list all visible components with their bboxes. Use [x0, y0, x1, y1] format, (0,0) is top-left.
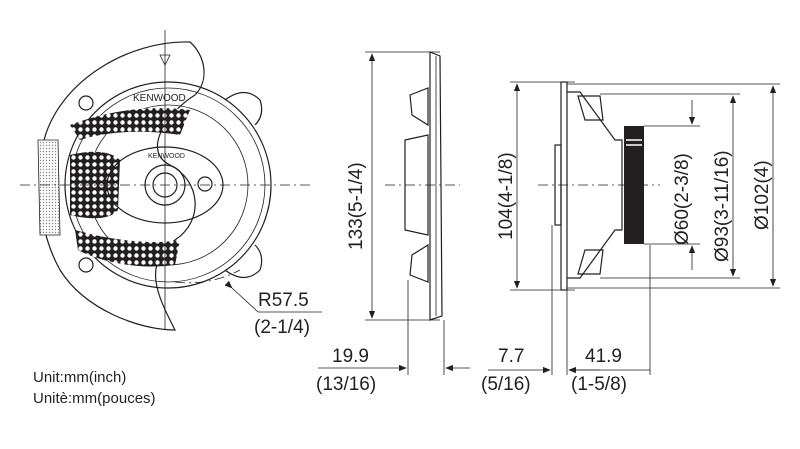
flange-height-label: 133(5-1/4): [346, 162, 367, 250]
flange-depth-mm-label: 7.7: [498, 346, 524, 367]
radius-in-label: (2-1/4): [254, 317, 310, 338]
profile-side-view: 104(4-1/8) Ø60(2-3/8) Ø93(3-11/16) Ø102(…: [481, 81, 780, 395]
depth-mm-label: 19.9: [332, 346, 369, 367]
unit-label-french: Unitè:mm(pouces): [33, 390, 156, 407]
mount-depth-in-label: (1-5/8): [571, 374, 627, 395]
brand-logo-cover: KENWOOD: [133, 93, 186, 104]
screw-icon: [78, 95, 94, 111]
flange-side-view: 133(5-1/4) 19.9 (13/16): [316, 51, 470, 395]
magnet-dia-label: Ø60(2-3/8): [672, 153, 693, 245]
depth-in-label: (13/16): [316, 374, 376, 395]
cutout-dia-label: Ø102(4): [752, 160, 773, 230]
mount-depth-mm-label: 41.9: [585, 346, 622, 367]
brand-logo-tweeter: KENWOOD: [148, 153, 185, 160]
profile-height-label: 104(4-1/8): [496, 152, 517, 240]
front-view: KENWOOD KENWOOD R57.5 (2-1/4): [20, 30, 322, 338]
basket-dia-label: Ø93(3-11/16): [712, 150, 733, 262]
mounting-tab-top: [224, 91, 263, 126]
flange-depth-in-label: (5/16): [481, 374, 531, 395]
screw-icon: [78, 257, 94, 273]
unit-label-english: Unit:mm(inch): [33, 369, 126, 386]
radius-mm-label: R57.5: [258, 290, 309, 311]
mounting-tab-bottom: [224, 244, 263, 279]
